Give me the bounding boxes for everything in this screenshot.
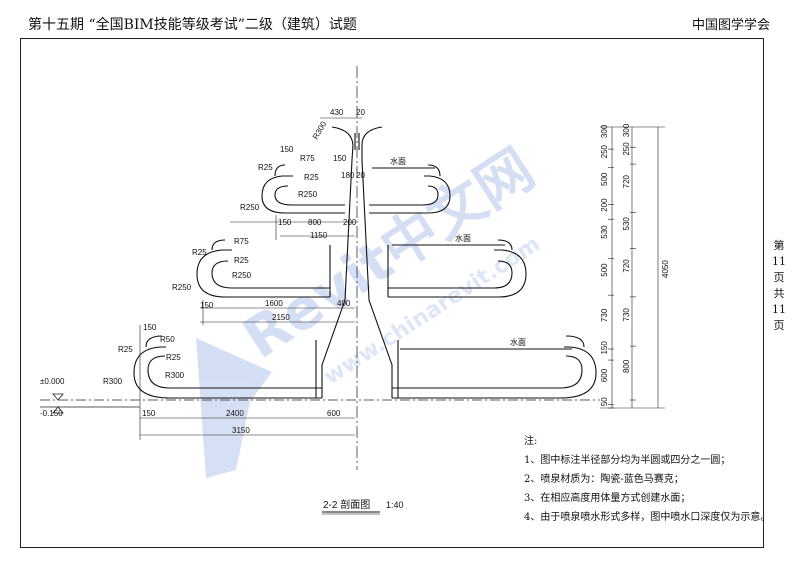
note-item-2: 2、喷泉材质为：陶瓷-蓝色马赛克； [524, 474, 684, 485]
dim-2150: 2150 [272, 313, 290, 322]
rd2-seg-5: 730 [622, 308, 631, 322]
water-label-1: 水面 [390, 156, 406, 166]
dim-r300: R300 [311, 119, 329, 141]
note-item-3: 3、在相应高度用体量方式创建水面； [524, 493, 691, 504]
dim-r25d: R25 [234, 256, 249, 265]
header-org: 中国图学学会 [691, 18, 770, 33]
rd1-seg-1: 250 [600, 144, 609, 158]
note-item-4: 4、由于喷泉喷水形式多样，图中喷水口深度仅为示意。 [524, 512, 771, 523]
drawing-frame [20, 38, 764, 548]
rd1-seg-4: 530 [600, 225, 609, 239]
dim-800: 800 [308, 218, 322, 227]
rd2-seg-2: 720 [622, 174, 631, 188]
dim-r300b: R300 [165, 371, 185, 380]
dim-r25e: R25 [118, 345, 133, 354]
dim-150b: 150 [333, 154, 347, 163]
dim-r250b: R250 [240, 203, 260, 212]
water-label-2: 水面 [455, 233, 471, 243]
dim-430: 430 [330, 108, 344, 117]
rd2-seg-0: 300 [622, 123, 631, 137]
rd1-seg-6: 730 [600, 308, 609, 322]
dim-150f: 150 [142, 409, 156, 418]
dim-2400: 2400 [226, 409, 244, 418]
right-dims-col2: 300 250 720 530 720 730 800 [622, 123, 636, 401]
section-title: 2-2 剖面图 [323, 498, 370, 511]
dim-total-4050: 4050 [661, 260, 670, 278]
page-number: 11 [772, 255, 786, 268]
rd1-seg-0: 300 [600, 124, 609, 138]
water-label-3: 水面 [510, 337, 526, 347]
total-label: 共 [773, 287, 785, 300]
page-label: 第 [773, 239, 785, 252]
rd1-seg-3: 200 [600, 198, 609, 212]
dim-r75b: R75 [234, 237, 249, 246]
note-item-1: 1、图中标注半径部分均为半圆或四分之一圆； [524, 455, 731, 466]
dim-150e: 150 [143, 323, 157, 332]
right-dimension-chain [600, 126, 665, 409]
watermark-logo-shape [196, 338, 272, 478]
rd2-seg-6: 800 [622, 359, 631, 373]
dim-r250d: R250 [172, 283, 192, 292]
rd1-seg-5: 500 [600, 263, 609, 277]
dim-20a: 20 [356, 108, 365, 117]
ground-line: ±0.000 -0.150 [40, 377, 600, 418]
dim-200: 200 [343, 218, 357, 227]
dim-r250c: R250 [232, 271, 252, 280]
rd2-seg-4: 720 [622, 259, 631, 273]
dimension-labels: 430 20 R300 150 R25 R75 150 R25 180 20 R… [103, 108, 365, 435]
dimension-lines [139, 117, 362, 440]
dim-20b: 20 [356, 171, 365, 180]
rd2-seg-3: 530 [622, 217, 631, 231]
level-top: ±0.000 [40, 377, 65, 386]
notes-title: 注: [524, 436, 538, 447]
dim-1600: 1600 [265, 299, 283, 308]
dim-600: 600 [327, 409, 341, 418]
fountain-outline [133, 126, 597, 399]
rd1-seg-9: 50 [600, 397, 609, 406]
dim-r25c: R25 [192, 248, 207, 257]
rd1-seg-2: 500 [600, 172, 609, 186]
rd1-seg-8: 600 [600, 368, 609, 382]
dim-r250a: R250 [298, 190, 318, 199]
dim-1150: 1150 [310, 231, 328, 240]
dim-150c: 150 [278, 218, 292, 227]
total-unit: 页 [773, 319, 785, 332]
dim-3150: 3150 [232, 426, 250, 435]
dim-180: 180 [341, 171, 355, 180]
notes-block: 注: 1、图中标注半径部分均为半圆或四分之一圆； 2、喷泉材质为：陶瓷-蓝色马赛… [524, 432, 770, 527]
level-bottom: -0.150 [40, 409, 63, 418]
header-title: 第十五期 “全国BIM技能等级考试”二级（建筑）试题 [28, 17, 357, 33]
dim-r300c: R300 [103, 377, 123, 386]
rd1-seg-7: 150 [600, 341, 609, 355]
dim-r75a: R75 [300, 154, 315, 163]
dim-r25a: R25 [258, 163, 273, 172]
total-number: 11 [772, 303, 786, 316]
page-indicator: 第 11 页 共 11 页 [768, 238, 790, 334]
dim-r25f: R25 [166, 353, 181, 362]
rd2-seg-1: 250 [622, 142, 631, 156]
dim-400: 400 [337, 299, 351, 308]
dim-150d: 150 [200, 301, 214, 310]
dim-r50: R50 [160, 335, 175, 344]
dim-r25b: R25 [304, 173, 319, 182]
right-dims-col1: 300 250 500 200 530 500 730 150 600 50 [600, 124, 614, 409]
dim-150a: 150 [280, 145, 294, 154]
section-scale: 1:40 [386, 500, 404, 510]
page-unit: 页 [773, 271, 785, 284]
